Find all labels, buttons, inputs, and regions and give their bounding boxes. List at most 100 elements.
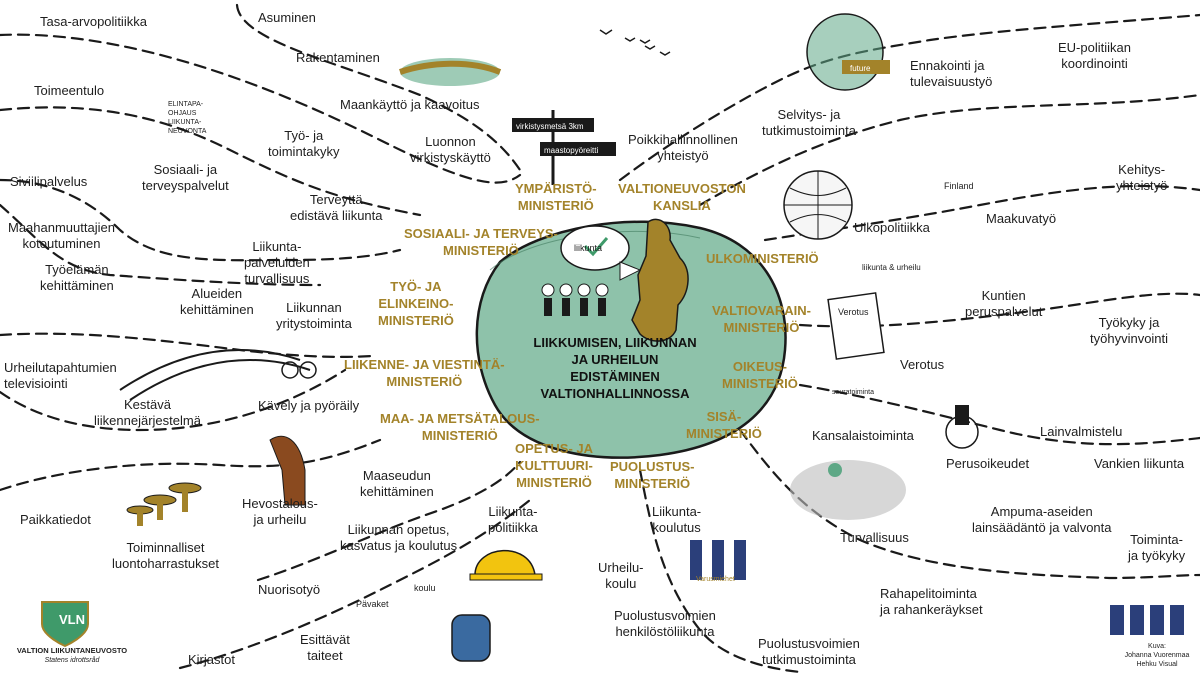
topic-liikuntapolitiikka: Liikunta- politiikka bbox=[488, 504, 538, 535]
topic-turvallisuus: Turvallisuus bbox=[840, 530, 909, 545]
illustration-mushrooms-icon bbox=[126, 482, 202, 526]
topic-ennakointi: Ennakointi ja tulevaisuustyö bbox=[910, 58, 993, 89]
topic-toiminnalliset-luontoharrastukset: Toiminnalliset luontoharrastukset bbox=[112, 540, 219, 571]
ministry-oikeus: OIKEUS- MINISTERIÖ bbox=[722, 359, 798, 391]
topic-liikunnan-opetus: Liikunnan opetus, kasvatus ja koulutus bbox=[340, 522, 458, 553]
topic-kavely-ja-pyoraily: Kävely ja pyöräily bbox=[258, 398, 360, 413]
credit-line-3: Hehku Visual bbox=[1136, 661, 1178, 668]
logo-initials: VLN bbox=[59, 612, 85, 627]
center-title: LIIKKUMISEN, LIIKUNNAN JA URHEILUN EDIST… bbox=[533, 335, 697, 401]
topic-kestava-liikennejarjestelma: Kestävä liikennejärjestelmä bbox=[94, 397, 201, 428]
topic-esittavat-taiteet: Esittävät taiteet bbox=[300, 632, 350, 663]
topic-kansalaistoiminta: Kansalaistoiminta bbox=[812, 428, 914, 443]
ministry-valtiovarain: VALTIOVARAIN- MINISTERIÖ bbox=[712, 303, 811, 335]
illustration-helmet-icon bbox=[469, 549, 543, 581]
illustration-horse-icon bbox=[269, 435, 306, 506]
finland-map-icon bbox=[631, 218, 689, 342]
image-credit: Kuva: Johanna Vuorenmaa Hehku Visual bbox=[1122, 642, 1192, 669]
sign-maastopyorareitti: maastopyöreitti bbox=[544, 146, 599, 155]
illustration-heart-bubble-icon bbox=[560, 225, 642, 281]
ministry-tyo-ja-elinkeino: TYÖ- JA ELINKEINO- MINISTERIÖ bbox=[378, 279, 454, 328]
ministry-sisa: SISÄ- MINISTERIÖ bbox=[686, 409, 762, 441]
topic-selvitys-tutkimus: Selvitys- ja tutkimustoiminta bbox=[762, 107, 856, 138]
poster-elintapaohjaus: ELINTAPA- OHJAUS LIIKUNTA- NEUVONTA bbox=[168, 101, 207, 135]
illustration-runner-icon bbox=[790, 460, 906, 520]
ministry-ulkoministerio: ULKOMINISTERIÖ bbox=[706, 251, 819, 266]
topic-hevostalous: Hevostalous- ja urheilu bbox=[242, 496, 318, 527]
doc-verotus: Verotus bbox=[838, 307, 869, 317]
topic-kuntien-peruspalvelut: Kuntien peruspalvelut bbox=[965, 288, 1043, 319]
illustration-jerseys-icon bbox=[1110, 605, 1184, 635]
banner-future: future bbox=[850, 64, 871, 73]
vln-shield-icon bbox=[41, 601, 89, 648]
topic-kirjastot: Kirjastot bbox=[188, 652, 235, 667]
illustration-hills-icon bbox=[399, 58, 502, 86]
topic-sosiaali-terveyspalvelut: Sosiaali- ja terveyspalvelut bbox=[142, 162, 229, 193]
topic-liikuntapalveluiden-turvallisuus: Liikunta- palveluiden turvallisuus bbox=[244, 239, 310, 286]
sign-varusmiehet: Varusmiehet bbox=[696, 576, 735, 583]
shirt-finland: Finland bbox=[944, 181, 974, 191]
topic-toiminta-ja-tyokyky: Toiminta- ja työkyky bbox=[1128, 532, 1186, 563]
credit-line-1: Kuva: bbox=[1148, 643, 1166, 650]
bubble-liikunta-urheilu: liikunta & urheilu bbox=[862, 263, 921, 272]
topic-ulkopolitiikka: Ulkopolitiikka bbox=[854, 220, 930, 235]
ministry-maa-ja-metsatalous: MAA- JA METSÄTALOUS- MINISTERIÖ bbox=[380, 411, 540, 443]
topic-lainvalmistelu: Lainvalmistelu bbox=[1040, 424, 1123, 439]
logo-name: VALTION LIIKUNTANEUVOSTO bbox=[16, 646, 128, 655]
illustration-soldiers-icon bbox=[690, 540, 746, 580]
illustration-signposts-icon bbox=[512, 110, 616, 185]
illustration-backpack-icon bbox=[451, 614, 491, 662]
topic-asuminen: Asuminen bbox=[258, 10, 316, 25]
topic-maaseudun-kehittaminen: Maaseudun kehittäminen bbox=[360, 468, 434, 499]
topic-terveytta-edistava: Terveyttä edistävä liikunta bbox=[290, 192, 383, 223]
illustration-wheelchair-icon bbox=[945, 405, 979, 449]
topic-eu-politiikka: EU-politiikan koordinointi bbox=[1058, 40, 1131, 71]
illustration-globe-icon bbox=[806, 13, 890, 91]
topic-toimeentulo: Toimeentulo bbox=[34, 83, 105, 98]
topic-verotus: Verotus bbox=[900, 357, 945, 372]
topic-vankien-liikunta: Vankien liikunta bbox=[1094, 456, 1185, 471]
ministry-valtioneuvoston-kanslia: VALTIONEUVOSTON KANSLIA bbox=[618, 181, 746, 213]
topic-urheilukoulu: Urheilu- koulu bbox=[598, 560, 644, 591]
topic-tasa-arvopolitiikka: Tasa-arvopolitiikka bbox=[40, 14, 147, 29]
topic-tyokyky-tyohyvinvointi: Työkyky ja työhyvinvointi bbox=[1090, 315, 1169, 346]
topic-rahapelitoiminta: Rahapelitoiminta ja rahankeräykset bbox=[880, 586, 983, 617]
topic-maankaytto: Maankäyttö ja kaavoitus bbox=[340, 97, 480, 112]
topic-maakuvatyo: Maakuvatyö bbox=[986, 211, 1057, 226]
banner-seuratoiminta: seuratoiminta bbox=[832, 389, 875, 396]
topic-maahanmuuttajien: Maahanmuuttajien kotoutuminen bbox=[8, 220, 115, 251]
illustration-net-globe-icon bbox=[783, 170, 853, 240]
topic-tyoelaman-kehittaminen: Työelämän kehittäminen bbox=[40, 262, 114, 293]
topic-urheilutapahtumien-televisiointi: Urheilutapahtumien televisiointi bbox=[4, 360, 117, 391]
sign-virkistysmetsa: virkistysmetsä 3km bbox=[516, 122, 584, 131]
logo-subtitle: Statens idrottsråd bbox=[44, 657, 100, 664]
sign-koulu: koulu bbox=[414, 583, 436, 593]
ministry-puolustus: PUOLUSTUS- MINISTERIÖ bbox=[610, 459, 695, 491]
topic-nuorisotyo: Nuorisotyö bbox=[258, 582, 321, 597]
topic-poikkihallinnollinen: Poikkihallinnollinen yhteistyö bbox=[628, 132, 738, 163]
topic-liikunnan-yritystoiminta: Liikunnan yritystoiminta bbox=[276, 300, 352, 331]
illustration-people-icon bbox=[541, 283, 609, 316]
credit-line-2: Johanna Vuorenmaa bbox=[1124, 652, 1190, 659]
topic-puolustusvoimien-henkilostoliikunta: Puolustusvoimien henkilöstöliikunta bbox=[614, 608, 716, 639]
vln-logo: VLN VALTION LIIKUNTANEUVOSTO Statens idr… bbox=[16, 596, 128, 665]
connector-lines bbox=[0, 3, 1200, 674]
topic-alueiden-kehittaminen: Alueiden kehittäminen bbox=[180, 286, 254, 317]
topic-puolustusvoimien-tutkimustoiminta: Puolustusvoimien tutkimustoiminta bbox=[758, 636, 860, 667]
bubble-liikunta: liikunta bbox=[574, 243, 603, 253]
ministry-ymparisto: YMPÄRISTÖ- MINISTERIÖ bbox=[515, 181, 597, 213]
illustration-document-icon bbox=[827, 292, 885, 360]
ministry-opetus-ja-kulttuuri: OPETUS- JA KULTTUURI- MINISTERIÖ bbox=[515, 441, 594, 490]
illustration-road-icon bbox=[119, 349, 317, 401]
topic-luonnon-virkistyskaytto: Luonnon virkistyskäyttö bbox=[410, 134, 491, 165]
topic-paikkatiedot: Paikkatiedot bbox=[20, 512, 91, 527]
ministry-sosiaali-ja-terveys: SOSIAALI- JA TERVEYS- MINISTERIÖ bbox=[404, 226, 558, 258]
topic-rakentaminen: Rakentaminen bbox=[296, 50, 380, 65]
topic-kehitysyhteistyo: Kehitys- yhteistyö bbox=[1116, 162, 1168, 193]
sign-pavaket: Pävaket bbox=[356, 599, 389, 609]
topic-siviilipalvelus: Siviilipalvelus bbox=[10, 174, 88, 189]
illustration-birds-icon bbox=[599, 29, 671, 56]
topic-tyo-ja-toimintakyky: Työ- ja toimintakyky bbox=[268, 128, 340, 159]
topic-liikuntakoulutus: Liikunta- koulutus bbox=[652, 504, 702, 535]
